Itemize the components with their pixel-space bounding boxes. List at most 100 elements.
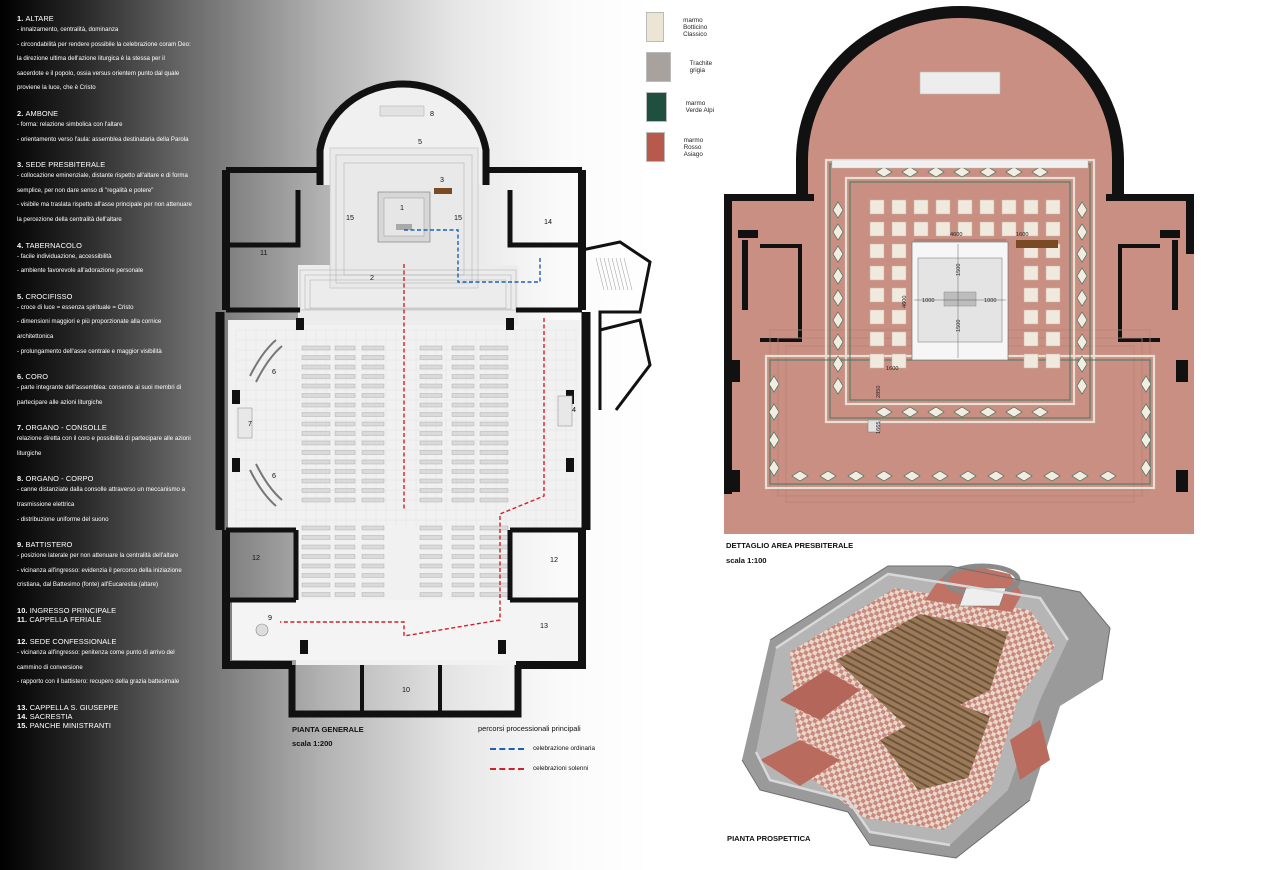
- legend-line: cristiana, dal Battesimo (fonte) all'Euc…: [17, 581, 159, 589]
- legend-section: 15. PANCHE MINISTRANTI: [17, 721, 217, 730]
- legend-number: 6.: [17, 372, 24, 382]
- legend-title: BATTISTERO: [25, 540, 73, 550]
- dimension-label: 2850: [876, 386, 882, 398]
- room-number: 2: [370, 273, 374, 282]
- legend-section-title: 9. BATTISTERO: [17, 540, 217, 549]
- legend-title: SACRESTIA: [29, 711, 73, 721]
- room-number: 1: [400, 203, 404, 212]
- legend-number: 12.: [17, 637, 28, 647]
- material-swatch: [646, 132, 665, 162]
- presbytery-steps: [299, 154, 517, 311]
- material-item: Trachite grigia: [646, 52, 720, 82]
- legend-section-title: 8. ORGANO - CORPO: [17, 474, 217, 483]
- legend-line: - vicinanza all'ingresso: penitenza come…: [17, 649, 175, 657]
- legend-section: 12. SEDE CONFESSIONALE - vicinanza all'in…: [17, 637, 217, 690]
- legend-line: - collocazione eminenziale, distante ris…: [17, 172, 188, 180]
- legend-line: - orientamento verso l'aula: assemblea d…: [17, 135, 189, 143]
- legend-line: - visibile ma traslata rispetto all'asse…: [17, 201, 192, 209]
- room-number: 3: [440, 175, 444, 184]
- legend-number: 15.: [17, 720, 28, 730]
- plan-walls: [215, 80, 591, 718]
- legend-section: 5. CROCIFISSO- croce di luce = essenza s…: [17, 292, 217, 359]
- material-item: marmo Botticino Classico: [646, 12, 721, 42]
- pews: [301, 345, 509, 597]
- material-item: marmo Verde Alpi: [646, 92, 717, 122]
- legend-title: SEDE PRESBITERALE: [25, 160, 106, 170]
- legend-line: - croce di luce = essenza spirituale = C…: [17, 303, 134, 311]
- room-number: 6: [272, 471, 276, 480]
- legend-section-title: 7. ORGANO - CONSOLLE: [17, 423, 217, 432]
- legend-section-title: 6. CORO: [17, 372, 217, 381]
- perspective-title: PIANTA PROSPETTICA: [727, 834, 811, 843]
- legend-number: 7.: [17, 423, 24, 433]
- room-number: 7: [248, 419, 252, 428]
- legend-section: 2. AMBONE - forma: relazione simbolica co…: [17, 109, 217, 147]
- material-item: marmo Rosso Asiago: [646, 132, 717, 162]
- legend-section: 8. ORGANO - CORPO - canne distanziate dal…: [17, 474, 217, 527]
- detail-scale: scala 1:100: [726, 556, 767, 565]
- legend-number: 11.: [17, 615, 28, 625]
- dimension-label: 1600: [886, 366, 898, 372]
- legend-number: 1.: [17, 14, 24, 23]
- legend-title: CORO: [25, 372, 49, 382]
- legend-line: trasmissione elettrica: [17, 501, 75, 509]
- legend-line: - distribuzione uniforme del suono: [17, 515, 109, 523]
- dimension-label: 4600: [950, 232, 962, 238]
- material-swatch: [646, 52, 671, 82]
- legend-line: - parte integrante dell'assemblea: conse…: [17, 384, 182, 392]
- legend-title: SEDE CONFESSIONALE: [29, 637, 117, 647]
- room-number: 8: [430, 109, 434, 118]
- legend-title: TABERNACOLO: [25, 240, 82, 250]
- material-swatch: [646, 92, 667, 122]
- legend-section: 9. BATTISTERO- posizione laterale per no…: [17, 540, 217, 593]
- route-legend-solemn: celebrazioni solenni: [490, 765, 595, 772]
- legend-number: 13.: [17, 702, 28, 712]
- legend-number: 3.: [17, 160, 24, 170]
- legend-number: 14.: [17, 711, 28, 721]
- dimension-label: 1000: [922, 298, 934, 304]
- legend-line: semplice, per non dare senso di "regalit…: [17, 186, 154, 194]
- legend-line: - forma: relazione simbolica con l'altar…: [17, 120, 123, 128]
- material-label: marmo Rosso Asiago: [683, 136, 704, 158]
- material-swatch: [646, 12, 665, 42]
- legend-line: - dimensioni maggiori e più proporzionat…: [17, 318, 162, 326]
- legend-number: 2.: [17, 108, 24, 118]
- legend-list: 1. ALTARE- innalzamento, centralità, dom…: [17, 14, 217, 743]
- dimension-label: 4600: [902, 296, 908, 308]
- legend-section-title: 11. CAPPELLA FERIALE: [17, 615, 217, 624]
- legend-title: INGRESSO PRINCIPALE: [29, 606, 117, 616]
- route-ordinary: [404, 229, 541, 283]
- route-solemn: [280, 264, 545, 637]
- legend-section-title: 12. SEDE CONFESSIONALE: [17, 637, 217, 646]
- room-number: 9: [268, 613, 272, 622]
- legend-section: 13. CAPPELLA S. GIUSEPPE: [17, 703, 217, 712]
- legend-section: 11. CAPPELLA FERIALE: [17, 615, 217, 624]
- legend-title: AMBONE: [25, 108, 59, 118]
- plan-title: PIANTA GENERALE: [292, 725, 364, 734]
- legend-line: - vicinanza all'ingresso: evidenzia il p…: [17, 566, 182, 574]
- legend-title: ALTARE: [25, 14, 54, 23]
- legend-section-title: 1. ALTARE: [17, 14, 217, 23]
- presider-seat: [434, 188, 452, 194]
- legend-section: 14. SACRESTIA: [17, 712, 217, 721]
- legend-line: proviene la luce, che è Cristo: [17, 84, 96, 92]
- choir-benches: [249, 339, 283, 507]
- legend-title: ORGANO - CONSOLLE: [25, 423, 107, 433]
- legend-line: - ambiente favorevole all'adorazione per…: [17, 267, 144, 275]
- legend-number: 8.: [17, 474, 24, 484]
- legend-title: PANCHE MINISTRANTI: [29, 720, 112, 730]
- dimension-label: 1600: [1016, 232, 1028, 238]
- legend-section: 10. INGRESSO PRINCIPALE: [17, 606, 217, 615]
- legend-line: la percezione della centralità dell'alta…: [17, 215, 122, 223]
- legend-line: sacerdote e il popolo, ossia versus orie…: [17, 69, 180, 77]
- route-legend: percorsi processionali principali celebr…: [478, 724, 595, 772]
- legend-line: - canne distanziate dalla consolle attra…: [17, 486, 186, 494]
- legend-section-title: 2. AMBONE: [17, 109, 217, 118]
- room-number: 4: [572, 405, 576, 414]
- material-label: marmo Botticino Classico: [683, 16, 708, 38]
- room-number: 12: [550, 555, 558, 564]
